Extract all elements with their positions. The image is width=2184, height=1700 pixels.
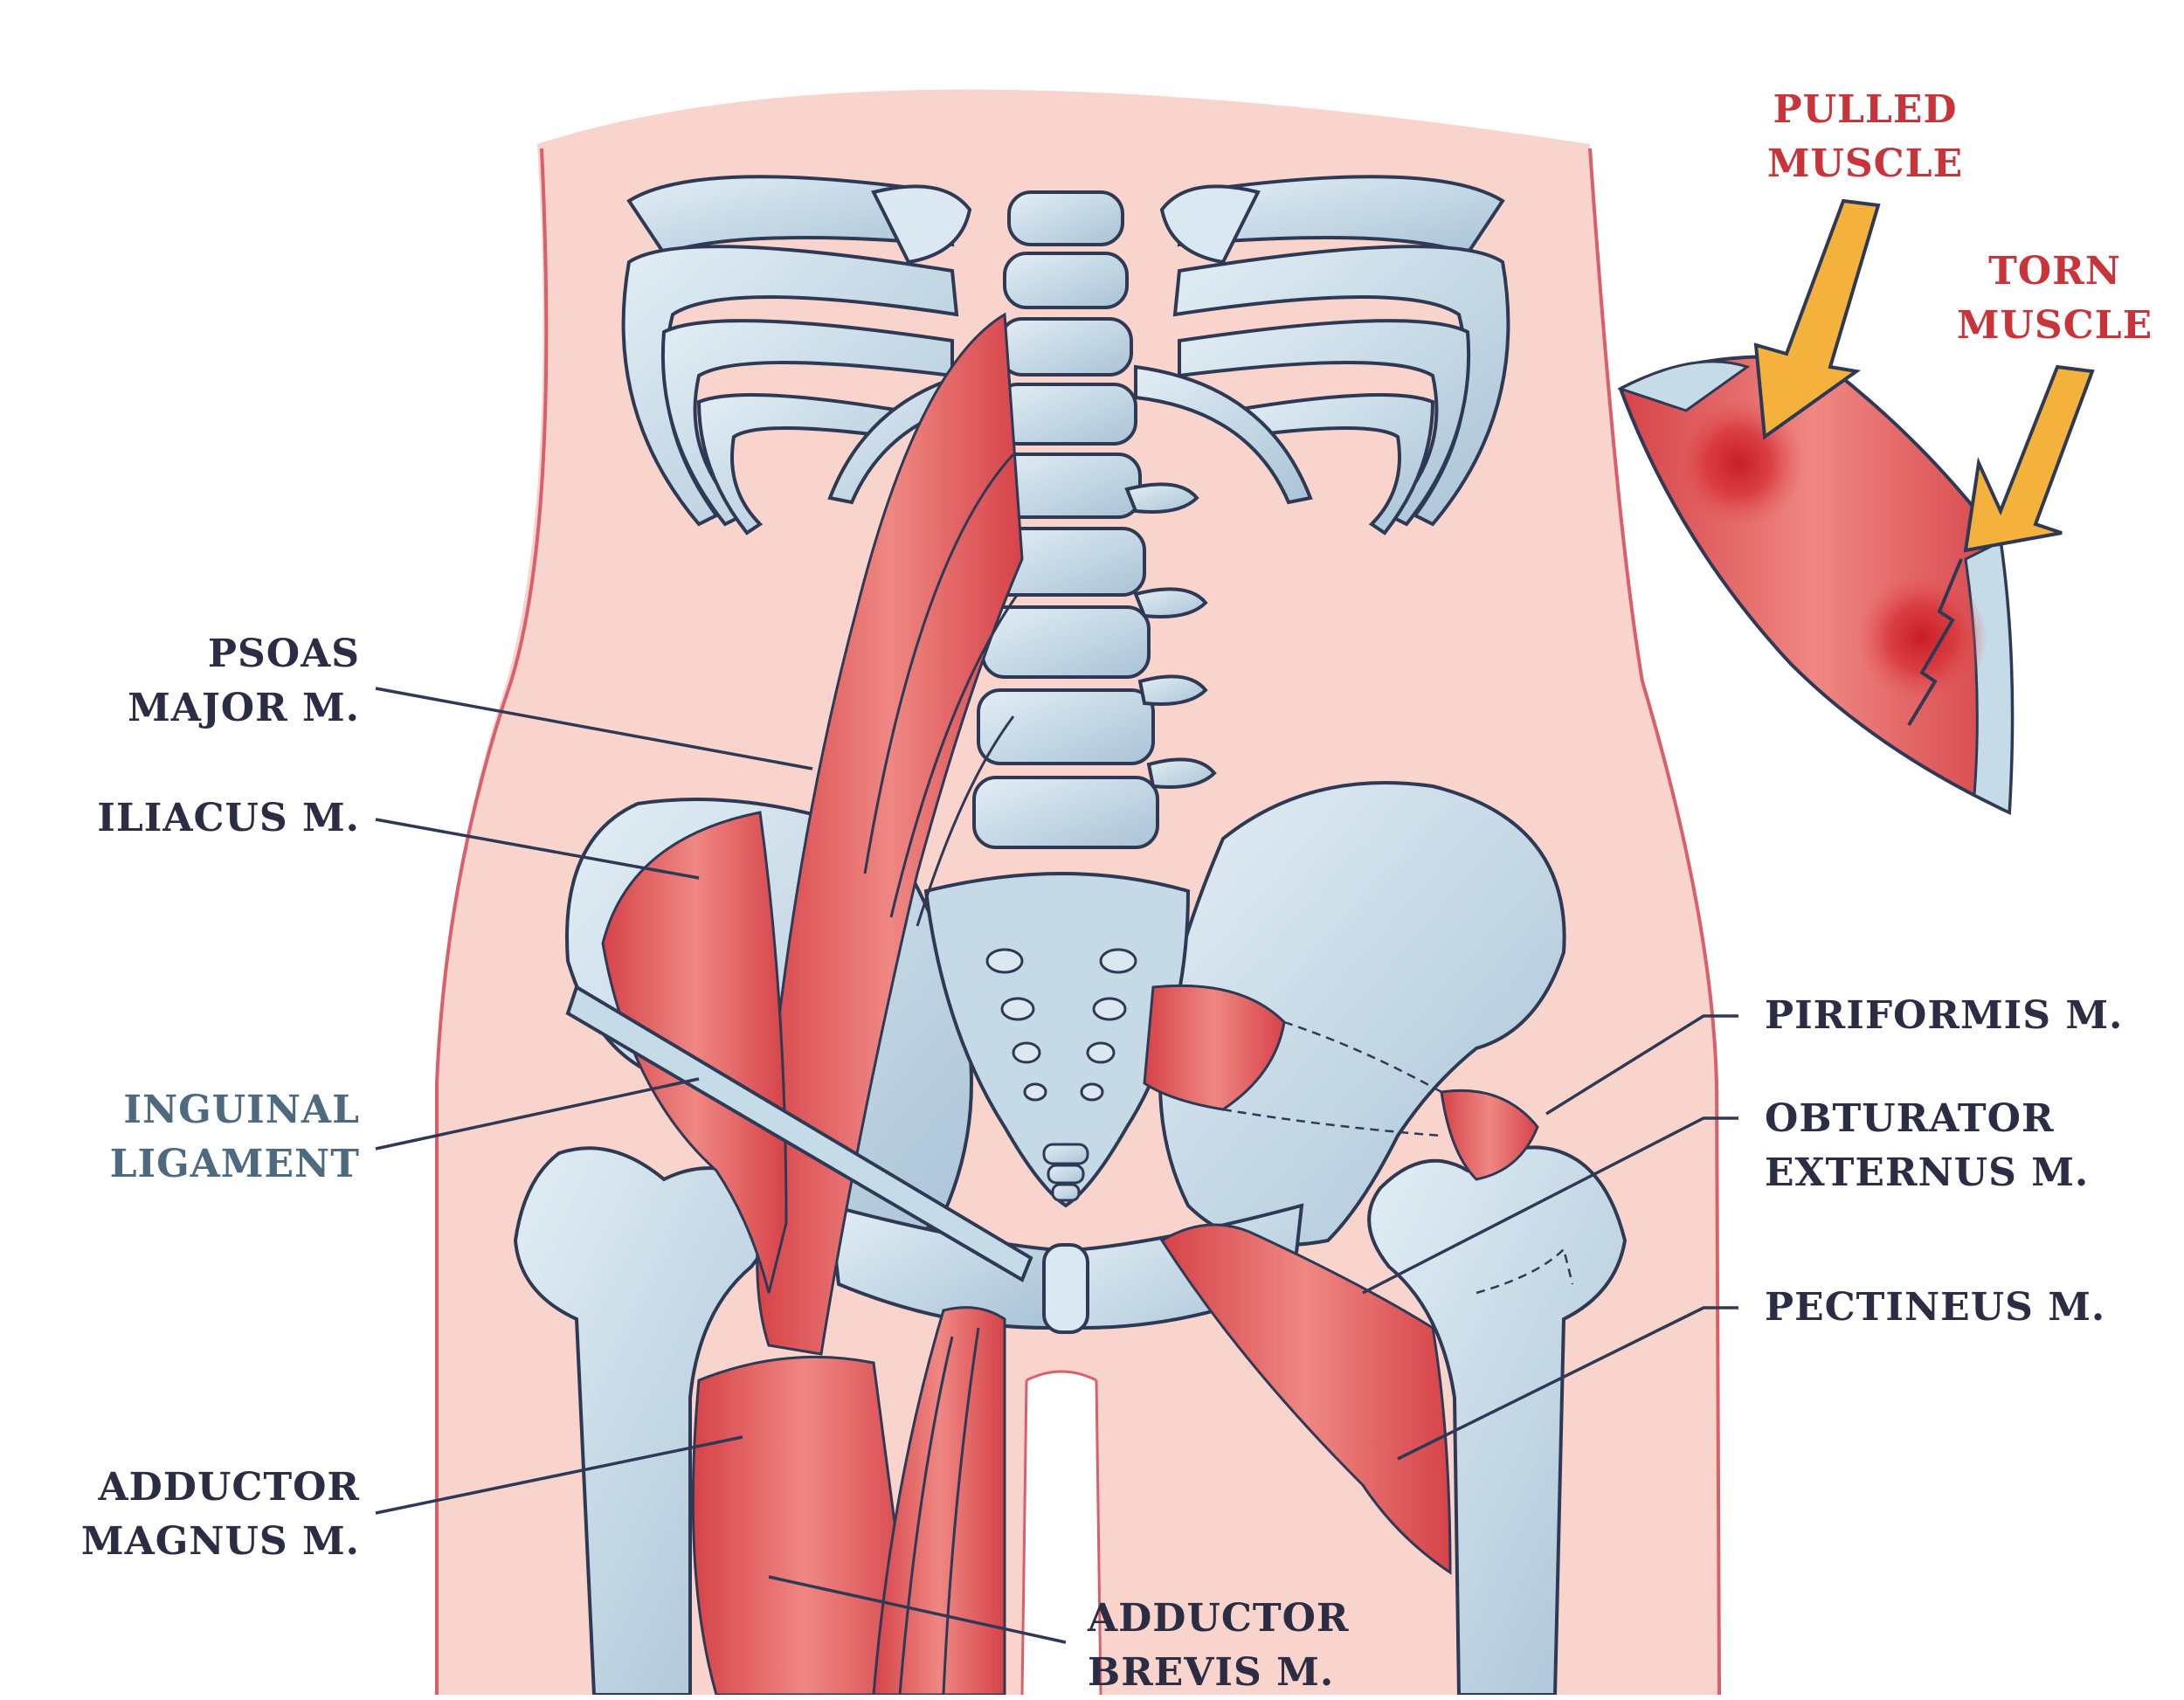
pulled-arrow <box>1753 198 1881 440</box>
sacral-foramina <box>985 948 1137 1102</box>
torn-arrow <box>1963 364 2095 553</box>
coccyx <box>1042 1143 1089 1202</box>
rib-cage-left <box>621 175 972 536</box>
obturator-externus-muscle <box>1440 1088 1539 1181</box>
label-pectineus: PECTINEUS M. <box>1765 1285 2106 1330</box>
inset-arrows <box>1753 198 2095 553</box>
torn-spot <box>1856 572 1987 703</box>
tear-line <box>1907 558 1963 727</box>
adductor-magnus-muscle <box>691 1355 919 1695</box>
label-iliacus: ILIACUS M. <box>97 796 360 840</box>
inguinal-ligament <box>565 985 1033 1282</box>
piriformis-muscle <box>1143 984 1286 1111</box>
dashed-outlines <box>1222 1020 1574 1295</box>
femur-left <box>513 1146 777 1695</box>
psoas-major-muscle <box>756 312 1024 1356</box>
leader-lines <box>375 687 1738 1644</box>
lumbar-spine <box>972 190 1217 849</box>
muscle-inset <box>1617 355 2015 816</box>
rib-cage-right <box>1159 175 1510 536</box>
iliacus-muscle <box>601 811 788 1294</box>
pectineus-muscle <box>1159 1223 1452 1575</box>
adductor-brevis-muscle <box>872 1306 1006 1695</box>
label-piriformis: PIRIFORMIS M. <box>1765 993 2124 1038</box>
